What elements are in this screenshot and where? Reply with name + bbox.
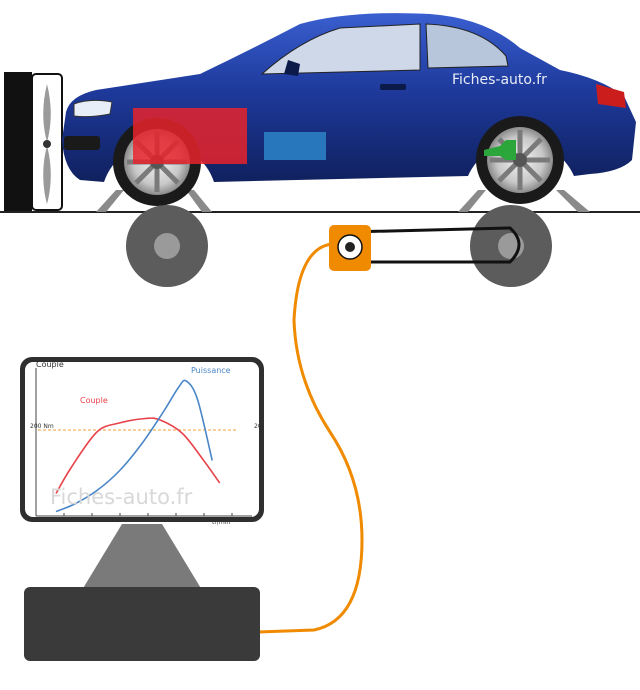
monitor (20, 357, 264, 522)
signal-cable (257, 242, 364, 634)
fan-blade-top (43, 84, 51, 142)
driven-axle (484, 140, 516, 160)
chart-y-title: Couple (36, 360, 64, 369)
torque-curve-label: Couple (80, 396, 108, 405)
power-curve (55, 379, 213, 513)
chart-watermark: Fiches-auto.fr (50, 485, 193, 509)
torque-curve (55, 417, 221, 494)
monitor-screen (25, 362, 259, 517)
tail-light (596, 84, 626, 108)
front-support-right (186, 190, 212, 212)
chart-x-label: tr/min (212, 519, 230, 526)
front-grille (64, 136, 100, 150)
cooling-fan (4, 72, 63, 212)
headlight (73, 99, 113, 118)
power-torque-chart: Couple 200 Nm 20 tr/min Couple Puissance… (30, 360, 262, 526)
rear-support-right (556, 190, 590, 212)
rear-wheel (476, 116, 564, 204)
fan-hub (43, 140, 51, 148)
rear-support-left (458, 190, 486, 212)
fan-blade-bottom (43, 146, 51, 204)
torque-sensor (329, 225, 371, 271)
car: Fiches-auto.fr (62, 13, 636, 206)
power-curve-label: Puissance (191, 366, 231, 375)
gearbox-block (264, 132, 326, 160)
car-rear-window (425, 23, 509, 69)
side-mirror (284, 60, 300, 76)
chart-x-ticks (63, 513, 233, 516)
reference-label: 200 Nm (30, 423, 54, 430)
rear-roller (470, 205, 552, 287)
front-support-left (96, 190, 124, 212)
console-unit (24, 587, 260, 661)
engine-block (133, 108, 247, 164)
front-roller (126, 205, 208, 287)
monitor-stand (82, 524, 202, 590)
wheel-supports (96, 190, 590, 212)
car-window (260, 23, 421, 75)
reference-label-right: 20 (254, 423, 262, 430)
door-handle (380, 84, 406, 90)
fan-housing (4, 72, 32, 212)
car-watermark: Fiches-auto.fr (452, 72, 547, 88)
